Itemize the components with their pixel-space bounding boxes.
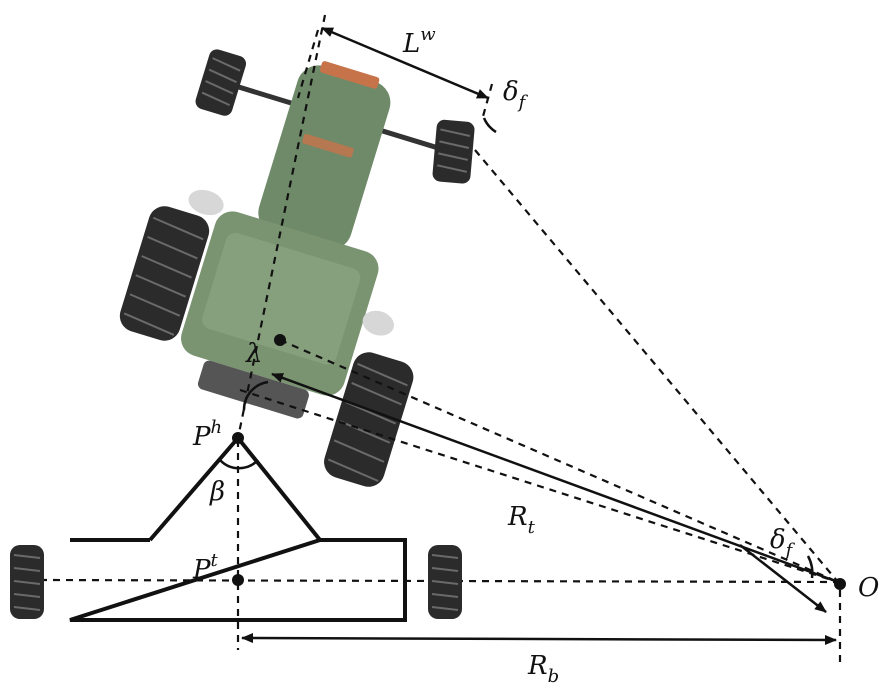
trailer-drawbar [148,436,322,542]
front-wheel-normal-line [474,149,839,583]
right-mirror [362,310,395,336]
steer-angle-arc-origin [806,555,814,579]
front-left-wheel [195,49,247,116]
trailer-right-wheel [428,545,462,619]
instant-center-point [834,578,846,590]
rear-axle-line [279,338,839,584]
lambda-angle-arc [242,380,269,411]
wheelbase-dimension [321,26,489,100]
hitch-to-origin-dashed [239,388,839,584]
trailer-axle-line [39,578,839,584]
label-origin: O [858,573,879,603]
hitch-point [232,432,244,444]
rear-axle-center-point [274,334,286,346]
wheelbase-extension-right [480,83,494,121]
label-tractor-radius: Rt [507,502,536,538]
label-trailer-radius: Rb [527,651,559,687]
rear-left-wheel [119,206,210,341]
cab-roof [202,232,361,365]
label-steer-origin: δf [770,525,796,561]
label-offset-angle: λ [245,339,262,369]
left-mirror [188,189,224,216]
steer-angle-arc-top [482,117,497,134]
trailer-left-wheel [10,545,44,619]
tractor [119,49,475,487]
tractor-centerline [236,14,327,439]
trailer-axle-point [232,574,244,586]
label-trailer-point: Pt [192,550,219,585]
label-articulation-angle: β [209,477,225,507]
trailer-radius-dimension [241,633,837,645]
hood-stripe [302,133,354,158]
label-steer-top: δf [503,77,529,113]
trailer [10,436,462,622]
front-right-wheel [432,119,475,184]
rear-right-wheel [324,352,414,487]
label-hitch: Ph [192,417,222,452]
tractor-radius-tip [739,544,827,613]
tractor-hood [258,65,391,250]
label-wheelbase: Lw [402,24,436,59]
trailer-body [69,538,407,622]
beta-angle-arc [219,459,259,470]
